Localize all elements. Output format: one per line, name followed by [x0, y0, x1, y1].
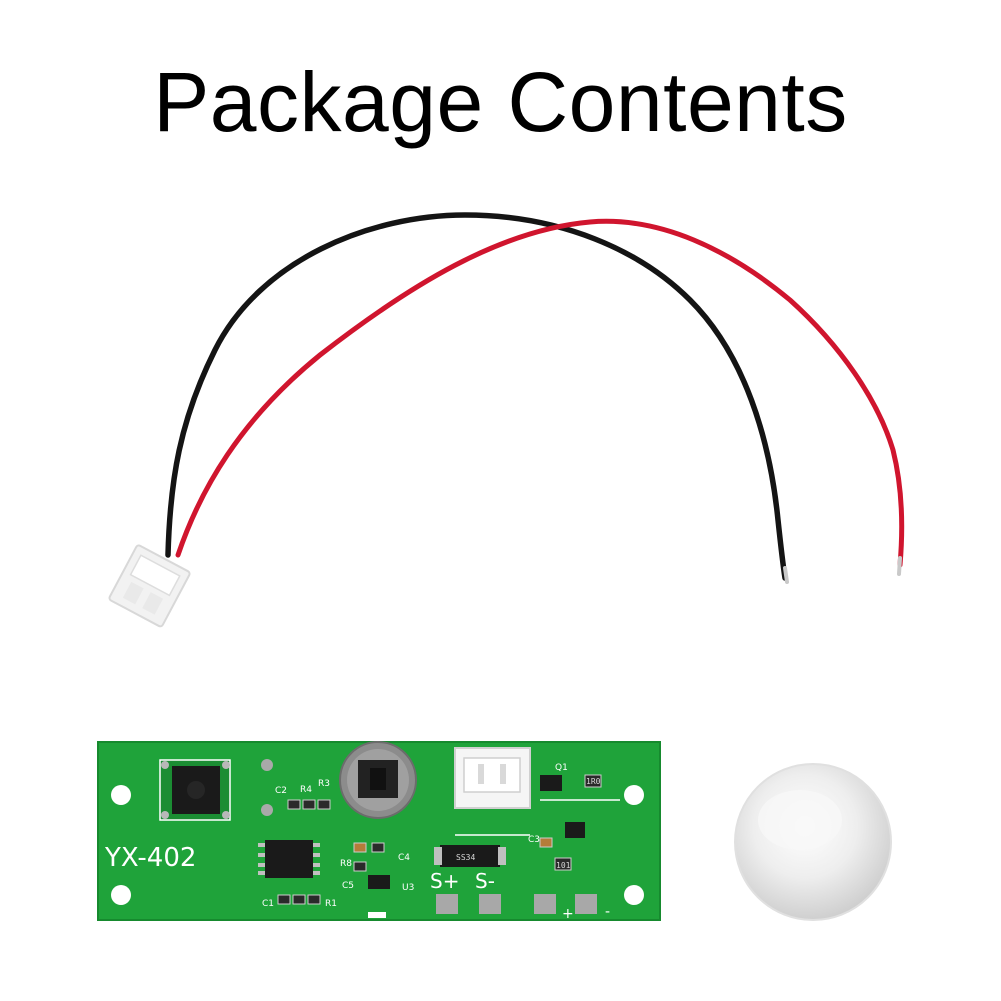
solder-pads [436, 894, 597, 914]
mount-hole-top-right [624, 785, 644, 805]
pad-label-plus: + [562, 906, 574, 922]
black-wire [165, 212, 788, 581]
pad-label-minus: - [605, 904, 610, 920]
pad-label-s-minus: S- [475, 869, 495, 893]
pir-sensor-board: SS34 YX-402 S+ [97, 741, 661, 922]
test-pad [261, 759, 273, 771]
red-wire [175, 218, 905, 568]
white-connector [108, 544, 191, 628]
mount-hole-bottom-left [111, 885, 131, 905]
red-wire-tip [897, 556, 902, 576]
test-pad [261, 804, 273, 816]
component-label: 1R0 [586, 777, 601, 786]
dome-lens [734, 763, 892, 921]
black-wire-tip [783, 566, 789, 584]
component-label: Q1 [555, 763, 568, 773]
board-model-label: YX-402 [104, 843, 196, 873]
mount-hole-bottom-right [624, 885, 644, 905]
component-label: SS34 [456, 853, 475, 862]
component-label: C5 [342, 881, 354, 891]
pir-sensor [339, 741, 417, 819]
component-label: R1 [325, 899, 337, 909]
component-label: R4 [300, 785, 312, 795]
component-label: C2 [275, 786, 287, 796]
component-label: 101 [556, 861, 571, 870]
component-label: C4 [398, 853, 410, 863]
diode: SS34 [434, 845, 506, 867]
pad-label-s-plus: S+ [430, 869, 459, 893]
jst-header [454, 747, 531, 809]
component-label: C3 [528, 835, 540, 845]
component-label: U3 [402, 883, 414, 893]
component-label: C1 [262, 899, 274, 909]
push-button [159, 759, 231, 821]
component-label: R8 [340, 859, 352, 869]
ic-chip [258, 840, 320, 878]
cable-assembly [108, 212, 905, 628]
mount-hole-top-left [111, 785, 131, 805]
silk-marker [368, 912, 386, 918]
component-label: R3 [318, 779, 330, 789]
smd-components [277, 774, 602, 905]
page-title: Package Contents [153, 55, 848, 149]
